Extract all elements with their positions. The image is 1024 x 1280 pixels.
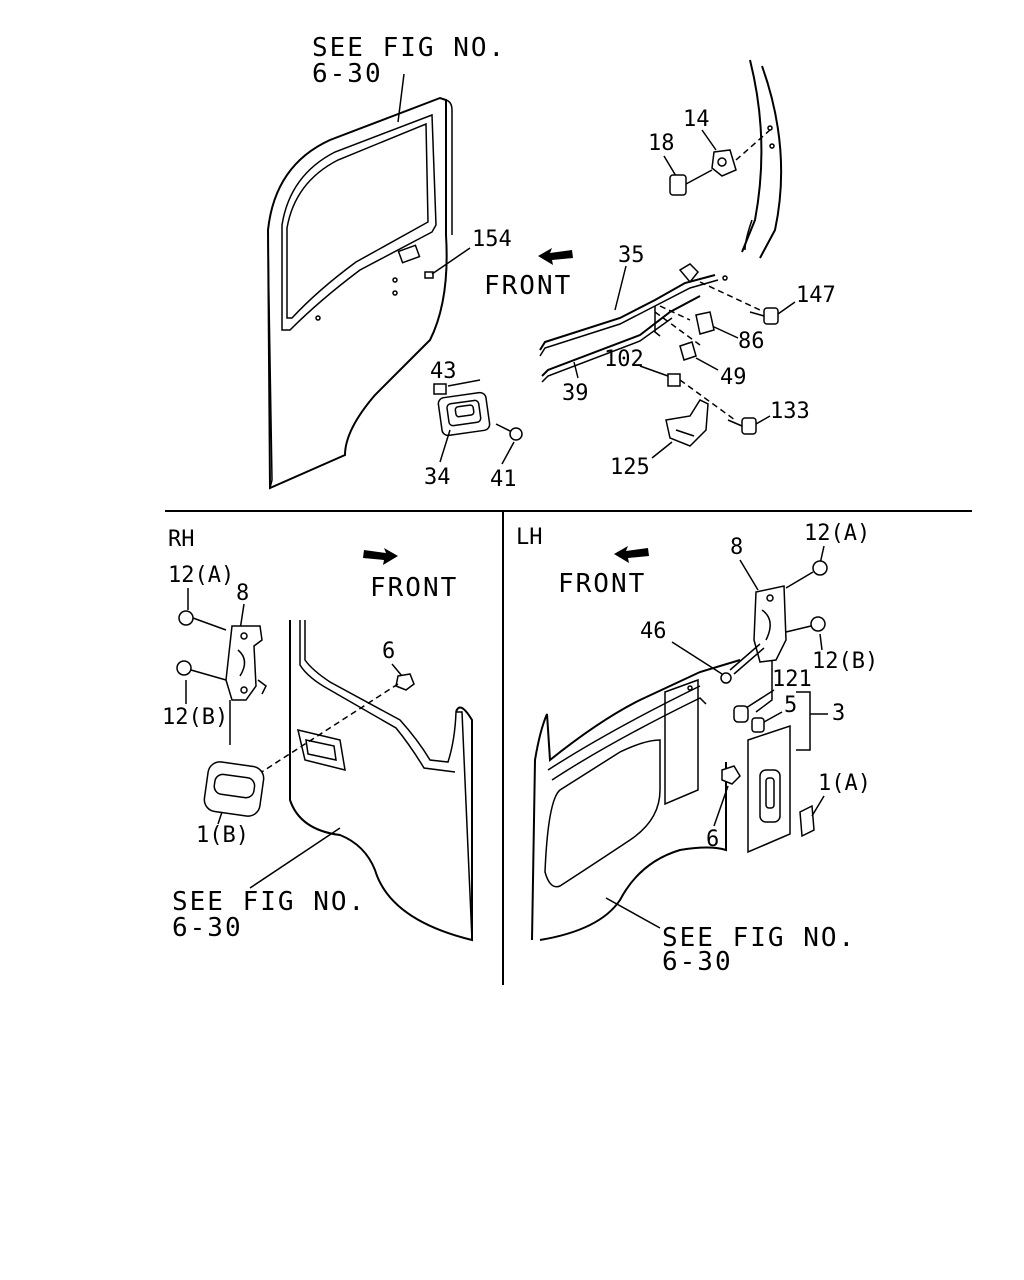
clip-86 [695, 311, 715, 335]
rh-outer-handle-1b [203, 761, 265, 817]
lh-callout-1a: 1(A) [818, 771, 871, 796]
top-see-fig-leader [397, 73, 405, 123]
lh-callout-12a: 12(A) [804, 521, 870, 546]
rh-door-outline [289, 620, 473, 942]
striker-part [711, 129, 771, 177]
top-see-fig-line2: 6-30 [312, 59, 383, 89]
callout-35: 35 [618, 243, 645, 268]
rh-callout-8: 8 [236, 581, 249, 606]
lh-front-label: FRONT [558, 569, 646, 599]
callout-86: 86 [738, 329, 765, 354]
callout-39: 39 [562, 381, 589, 406]
lh-handle-1a [799, 804, 815, 838]
bolt-147 [749, 307, 779, 325]
callout-34: 34 [424, 465, 451, 490]
rod-assembly [539, 263, 761, 383]
callout-49: 49 [720, 365, 747, 390]
lh-see-fig-line1: SEE FIG NO. [662, 923, 856, 953]
lh-front-arrow-icon [614, 546, 649, 563]
rh-handle-pocket [296, 728, 346, 772]
clip-43 [433, 383, 447, 395]
lh-latch-8 [729, 585, 787, 713]
callout-43: 43 [430, 359, 457, 384]
callout-18: 18 [648, 131, 675, 156]
lh-callout-8: 8 [730, 535, 743, 560]
callout-125: 125 [610, 455, 650, 480]
top-front-label: FRONT [484, 271, 572, 301]
callout-154: 154 [472, 227, 512, 252]
clip-49 [679, 341, 697, 361]
lh-callout-121: 121 [772, 667, 812, 692]
lh-outer-handle-panel [747, 724, 791, 854]
lh-callout-3: 3 [832, 701, 845, 726]
screw-41 [495, 423, 523, 441]
lh-callout-6: 6 [706, 827, 719, 852]
rh-callout-1b: 1(B) [196, 823, 249, 848]
lh-see-fig-line2: 6-30 [662, 947, 733, 977]
rh-section: RH FRONT 12(A) 8 12(B) [162, 527, 473, 943]
lh-callout-46: 46 [640, 619, 667, 644]
bolt-18 [669, 169, 713, 196]
rh-front-label: FRONT [370, 573, 458, 603]
lh-callout-12b: 12(B) [812, 649, 878, 674]
callout-102: 102 [604, 347, 644, 372]
rh-see-fig-leader [249, 827, 341, 889]
lh-screw-5 [751, 717, 765, 733]
rh-see-fig-line2: 6-30 [172, 913, 243, 943]
lh-door-outline [531, 659, 741, 941]
bracket-125 [665, 399, 709, 447]
lh-nut-6 [721, 765, 741, 785]
rh-latch-8 [225, 625, 267, 745]
lh-clip-46 [720, 672, 732, 684]
lh-bolt-12a [785, 560, 828, 589]
rh-front-arrow-icon [363, 548, 398, 565]
rh-bolt-12b [176, 660, 227, 681]
rh-callout-12b: 12(B) [162, 705, 228, 730]
rh-callout-6: 6 [382, 639, 395, 664]
lh-grommet-121 [733, 705, 749, 723]
inner-handle-34 [437, 391, 491, 437]
callout-14: 14 [683, 107, 710, 132]
bolt-133 [727, 417, 757, 435]
lh-section: LH FRONT 8 12(A) 12(B) 46 [516, 521, 878, 977]
door-panel [266, 96, 453, 490]
front-arrow-icon [538, 248, 573, 265]
rh-see-fig-line1: SEE FIG NO. [172, 887, 366, 917]
rh-bolt-12a [178, 610, 227, 631]
top-section: SEE FIG NO. 6-30 154 FRONT [266, 33, 836, 492]
rh-nut-6 [395, 673, 415, 691]
lh-callout-5: 5 [784, 693, 797, 718]
leader-154 [431, 247, 471, 275]
rh-callout-12a: 12(A) [168, 563, 234, 588]
top-see-fig-line1: SEE FIG NO. [312, 33, 506, 63]
callout-41: 41 [490, 467, 517, 492]
callout-147: 147 [796, 283, 836, 308]
rh-side-label: RH [168, 527, 195, 552]
clip-102 [667, 373, 736, 421]
lh-bolt-12b [785, 616, 826, 633]
cab-pillar [741, 59, 783, 259]
callout-133: 133 [770, 399, 810, 424]
lh-side-label: LH [516, 525, 543, 550]
lh-see-fig-leader [605, 897, 661, 929]
